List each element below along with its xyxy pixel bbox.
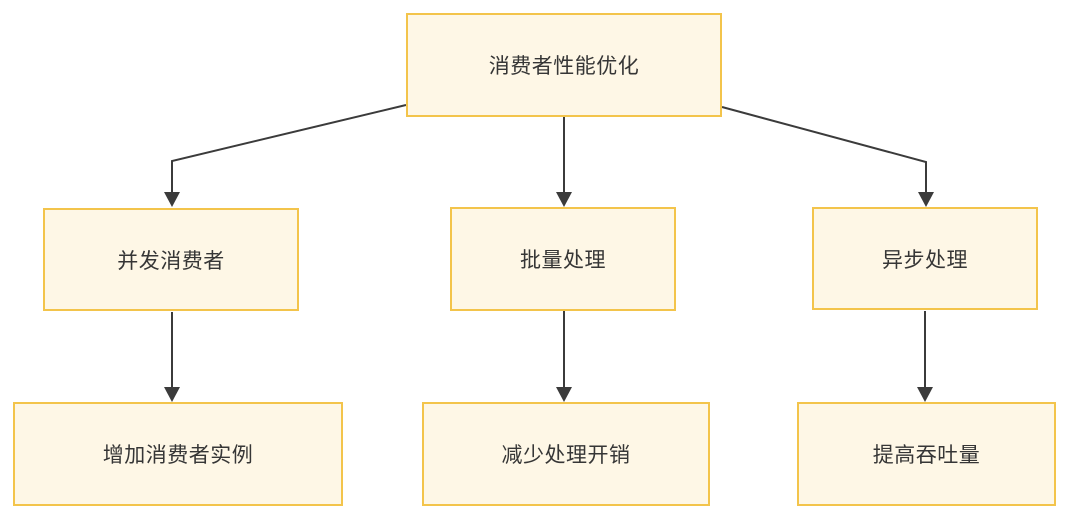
- node-improve-throughput-label: 提高吞吐量: [872, 444, 981, 467]
- node-concurrent-consumers-label: 并发消费者: [117, 249, 225, 273]
- edge-async-throughput-arrowhead: [917, 387, 933, 402]
- edge-root-async-arrowhead: [918, 192, 934, 207]
- edge-batch-overhead-arrowhead: [556, 387, 572, 402]
- node-increase-consumer-instances-label: 增加消费者实例: [102, 444, 254, 467]
- edge-concurrent-instances-arrowhead: [164, 387, 180, 402]
- node-concurrent-consumers[interactable]: 并发消费者: [43, 208, 299, 311]
- node-async-processing[interactable]: 异步处理: [812, 207, 1038, 310]
- edge-root-concurrent: [171, 104, 407, 194]
- node-increase-consumer-instances[interactable]: 增加消费者实例: [13, 402, 343, 506]
- node-root[interactable]: 消费者性能优化: [406, 13, 722, 117]
- edge-root-concurrent-arrowhead: [164, 192, 180, 207]
- node-improve-throughput[interactable]: 提高吞吐量: [797, 402, 1056, 506]
- node-batch-processing[interactable]: 批量处理: [450, 207, 676, 311]
- edge-root-async: [721, 106, 927, 194]
- node-root-label: 消费者性能优化: [488, 55, 640, 78]
- node-async-processing-label: 异步处理: [882, 248, 968, 272]
- node-reduce-processing-overhead-label: 减少处理开销: [501, 444, 631, 467]
- edge-root-batch-arrowhead: [556, 192, 572, 207]
- node-reduce-processing-overhead[interactable]: 减少处理开销: [422, 402, 710, 506]
- node-batch-processing-label: 批量处理: [520, 249, 606, 272]
